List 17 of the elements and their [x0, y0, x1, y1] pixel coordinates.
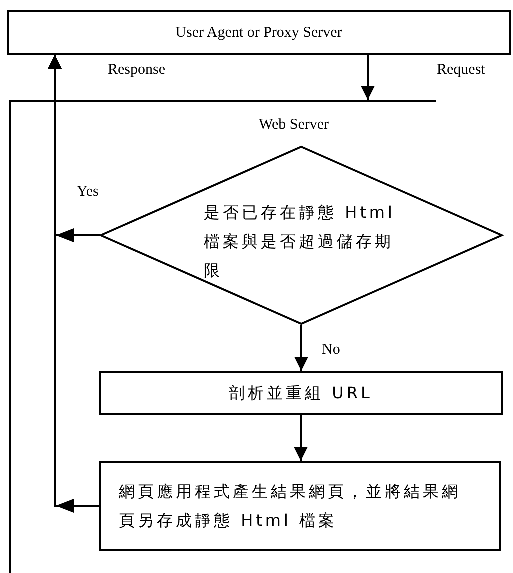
process-box	[7, 10, 511, 55]
node-text: 是否已存在靜態 Html 檔案與是否超過儲存期限	[204, 202, 396, 282]
arrow	[48, 55, 99, 513]
arrow	[294, 415, 308, 461]
edge-label: No	[322, 341, 340, 360]
arrow	[361, 55, 375, 100]
edge-label: Yes	[77, 183, 99, 202]
node-text: 網頁應用程式產生結果網頁，並將結果網頁另存成靜態 Html 檔案	[119, 481, 462, 532]
flow-label: Request	[437, 61, 486, 80]
arrow	[294, 325, 308, 371]
frame-title: Web Server	[259, 116, 330, 135]
process-box	[99, 371, 503, 415]
process-box	[99, 461, 501, 551]
node-text: User Agent or Proxy Server	[174, 24, 344, 42]
flow-label: Response	[108, 61, 166, 80]
node-text: 剖析並重組 URL	[228, 382, 374, 404]
decision-diamond	[100, 146, 503, 325]
